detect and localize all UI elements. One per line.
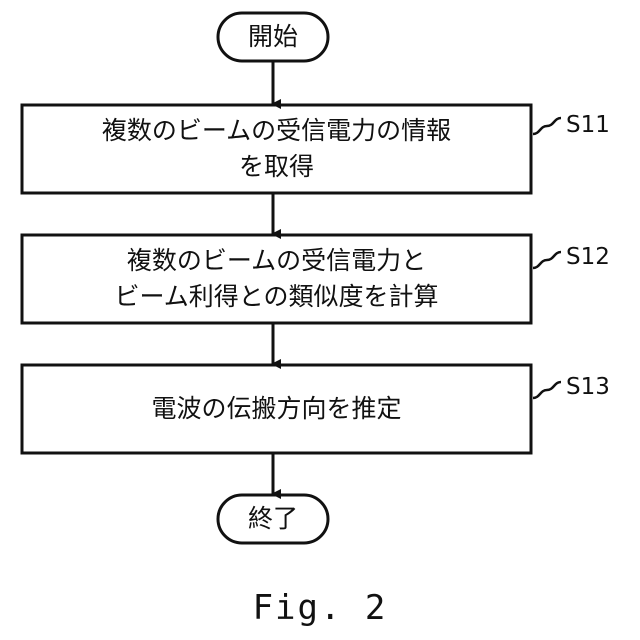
leader-line-s12 [533,252,561,268]
step-s13-text: 電波の伝搬方向を推定 [22,391,531,427]
start-label: 開始 [218,22,328,52]
step-label-s12: S12 [566,244,610,270]
end-label: 終了 [218,504,328,534]
step-s11-text: 複数のビームの受信電力の情報 を取得 [22,113,531,185]
leader-line-s11 [533,118,561,134]
step-label-s11: S11 [566,112,610,138]
figure-caption: Fig. 2 [0,588,640,628]
step-s12-text: 複数のビームの受信電力と ビーム利得との類似度を計算 [22,243,531,315]
step-s11-line-2: を取得 [22,149,531,185]
step-s12-line-1: 複数のビームの受信電力と [22,243,531,279]
step-label-s13: S13 [566,374,610,400]
leader-line-s13 [533,382,561,398]
step-s12-line-2: ビーム利得との類似度を計算 [22,279,531,315]
step-s11-line-1: 複数のビームの受信電力の情報 [22,113,531,149]
step-s13-line-1: 電波の伝搬方向を推定 [22,391,531,427]
